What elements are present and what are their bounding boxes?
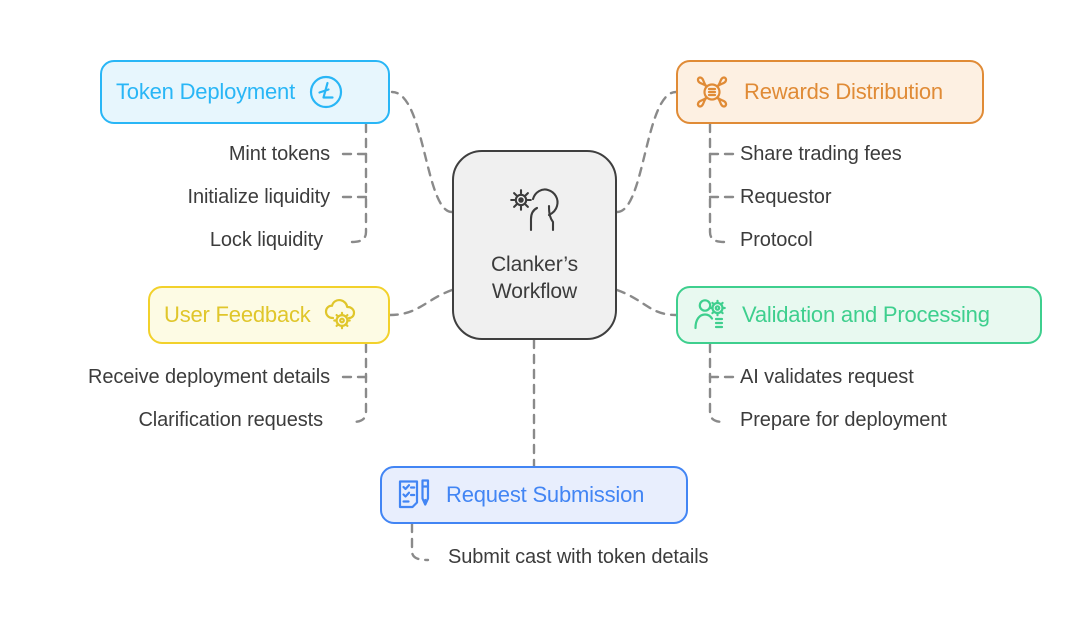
trunk-request-submission xyxy=(410,522,430,562)
leaf-user-feedback-0: Receive deployment details xyxy=(88,366,330,388)
leaf-user-feedback-1: Clarification requests xyxy=(138,409,323,431)
branch-user-feedback-label: User Feedback xyxy=(164,302,311,327)
center-node-label-line1: Clanker’s xyxy=(490,252,579,276)
branch-token-deployment[interactable]: Token Deployment xyxy=(100,60,390,124)
branch-request-submission[interactable]: Request Submission xyxy=(380,466,688,524)
branch-token-deployment-label: Token Deployment xyxy=(116,79,296,104)
leaf-validation-processing-1: Prepare for deployment xyxy=(740,409,947,431)
trunk-user-feedback xyxy=(350,342,368,424)
branch-request-submission-label: Request Submission xyxy=(446,482,645,507)
connector-center-user-feedback xyxy=(388,288,454,317)
trunk-rewards-distribution xyxy=(708,122,726,244)
person-gear-icon xyxy=(692,296,730,334)
branch-rewards-distribution-label: Rewards Distribution xyxy=(744,79,943,104)
leaf-token-deployment-2: Lock liquidity xyxy=(209,229,323,251)
cloud-gear-icon xyxy=(323,298,361,332)
trunk-token-deployment xyxy=(350,122,368,244)
trunk-validation-processing xyxy=(708,342,726,424)
leaf-request-submission-0: Submit cast with token details xyxy=(448,546,709,568)
litecoin-coin-icon xyxy=(307,73,345,111)
gear-robot-head-icon xyxy=(507,186,563,237)
clipboard-pen-icon xyxy=(396,476,434,514)
center-node-label-line2: Workflow xyxy=(491,279,578,303)
leaf-token-deployment-1: Initialize liquidity xyxy=(187,186,330,208)
branch-user-feedback[interactable]: User Feedback xyxy=(148,286,390,344)
chain-link-coin-icon xyxy=(692,72,732,112)
leaf-rewards-distribution-0: Share trading fees xyxy=(740,143,902,165)
leaf-rewards-distribution-2: Protocol xyxy=(740,229,813,251)
connector-center-validation-processing xyxy=(615,288,678,317)
connector-center-token-deployment xyxy=(390,90,454,214)
branch-rewards-distribution[interactable]: Rewards Distribution xyxy=(676,60,984,124)
leaf-token-deployment-0: Mint tokens xyxy=(228,143,330,165)
leaf-validation-processing-0: AI validates request xyxy=(740,366,914,388)
branch-validation-processing-label: Validation and Processing xyxy=(742,302,990,327)
connector-center-rewards-distribution xyxy=(615,90,678,214)
branch-validation-processing[interactable]: Validation and Processing xyxy=(676,286,1042,344)
leaf-rewards-distribution-1: Requestor xyxy=(740,186,832,208)
center-node[interactable]: Clanker’s Workflow xyxy=(452,150,617,340)
center-node-label: Clanker’s Workflow xyxy=(491,251,578,305)
